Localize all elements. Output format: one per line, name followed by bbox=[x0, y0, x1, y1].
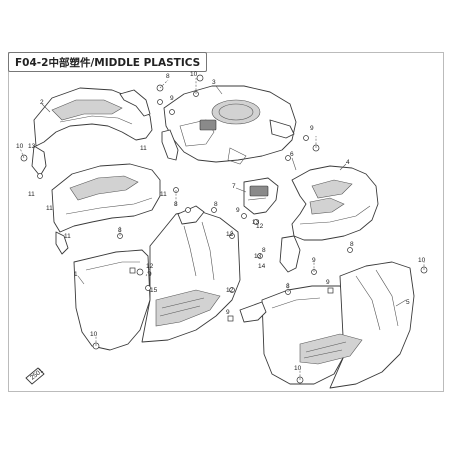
center-bracket bbox=[243, 177, 279, 215]
leader-lines bbox=[19, 78, 425, 380]
callout-10: 10 bbox=[294, 365, 302, 372]
right-footwell-floorboard bbox=[239, 261, 415, 389]
callout-8: 8 bbox=[286, 283, 290, 290]
center-front-panel bbox=[161, 85, 297, 165]
callout-12: 12 bbox=[226, 231, 234, 238]
callout-4: 4 bbox=[346, 159, 350, 166]
callout-8: 8 bbox=[174, 201, 178, 208]
left-upper-side-panel bbox=[31, 87, 153, 177]
callout-15: 15 bbox=[150, 287, 158, 294]
callout-11: 11 bbox=[64, 233, 71, 240]
callout-10: 10 bbox=[418, 257, 426, 264]
callout-10: 10 bbox=[16, 143, 24, 150]
callout-14: 14 bbox=[258, 263, 266, 270]
callout-6: 6 bbox=[290, 151, 294, 158]
callout-7: 7 bbox=[232, 183, 236, 190]
callout-9: 9 bbox=[312, 257, 316, 264]
right-side-panel bbox=[279, 165, 379, 273]
callout-9: 9 bbox=[326, 279, 330, 286]
left-footwell-floorboard bbox=[73, 205, 241, 351]
callout-3: 3 bbox=[212, 79, 216, 86]
callout-1: 1 bbox=[74, 271, 78, 278]
callout-13: 13 bbox=[252, 219, 260, 226]
callout-8: 8 bbox=[262, 247, 266, 254]
callout-12: 12 bbox=[146, 263, 154, 270]
callout-8: 8 bbox=[214, 201, 218, 208]
callout-9: 9 bbox=[310, 125, 314, 132]
left-mid-side-panel bbox=[51, 163, 161, 255]
callout-9: 9 bbox=[236, 207, 240, 214]
callout-9: 9 bbox=[170, 95, 174, 102]
callout-8: 8 bbox=[166, 73, 170, 80]
callout-12: 12 bbox=[256, 223, 264, 230]
callout-13: 13 bbox=[28, 143, 36, 150]
diagram-title: F04-2中部塑件/MIDDLE PLASTICS bbox=[8, 52, 208, 72]
callout-10: 10 bbox=[190, 71, 198, 78]
callout-2: 2 bbox=[40, 99, 44, 106]
callout-12: 12 bbox=[226, 287, 234, 294]
callout-11: 11 bbox=[46, 205, 53, 212]
callout-9: 9 bbox=[226, 309, 230, 316]
callout-13: 13 bbox=[254, 253, 262, 260]
callout-8: 8 bbox=[350, 241, 354, 248]
callout-labels: 2 3 4 1 5 6 7 8 8 8 8 8 8 8 9 9 9 9 9 9 … bbox=[16, 71, 426, 372]
callout-11: 11 bbox=[140, 145, 147, 152]
callout-8: 8 bbox=[118, 227, 122, 234]
callout-11: 11 bbox=[28, 191, 35, 198]
callout-10: 10 bbox=[90, 331, 98, 338]
callout-5: 5 bbox=[406, 299, 410, 306]
callout-9: 9 bbox=[148, 271, 152, 278]
callout-11: 11 bbox=[160, 191, 167, 198]
corner-arrow-mark: 2501 bbox=[25, 367, 45, 385]
diagram-frame bbox=[8, 52, 444, 392]
